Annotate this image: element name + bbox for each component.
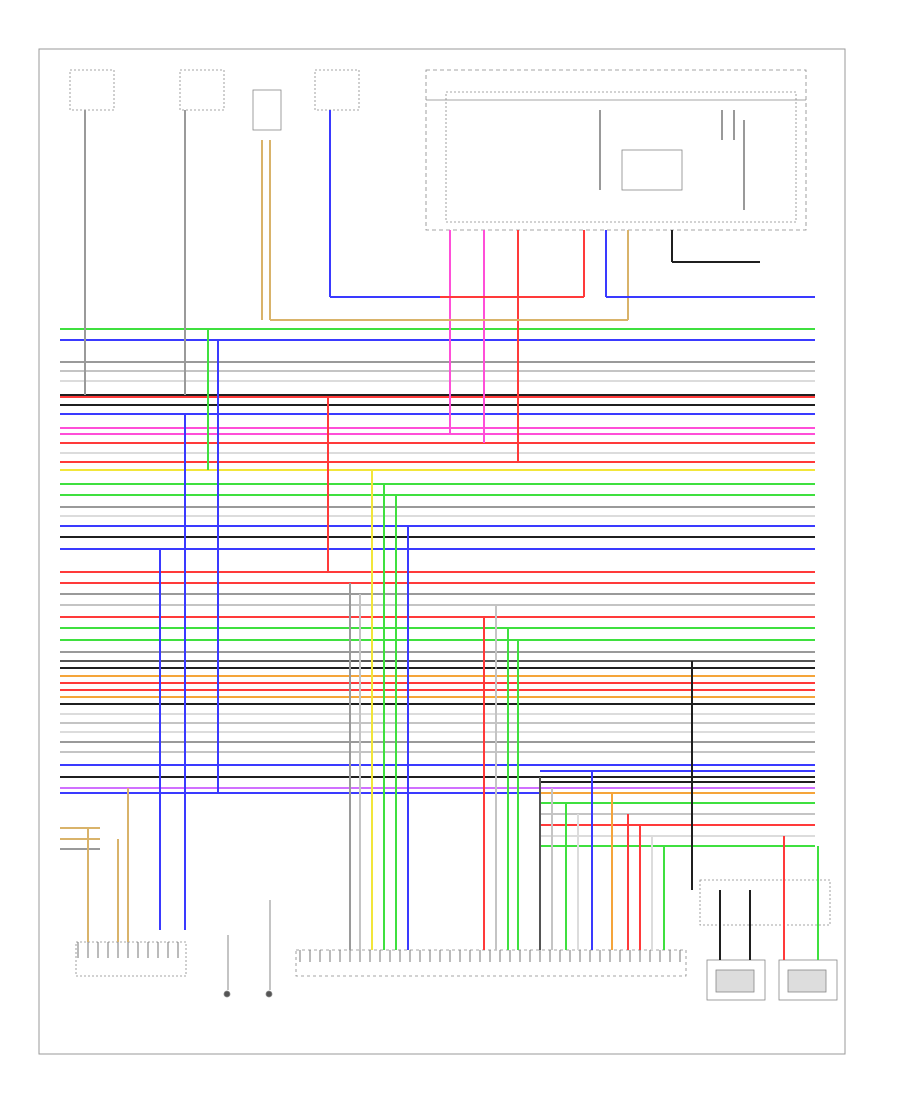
ground-symbol-1	[223, 990, 231, 998]
fuse-block-2	[179, 69, 225, 111]
bottom-left-connector	[75, 941, 187, 977]
right-sensor-group	[699, 879, 831, 926]
diagram-border	[38, 48, 846, 1055]
control-module-outer	[425, 69, 807, 231]
bottom-ecm-connector	[295, 949, 687, 977]
module-sub-block	[621, 149, 683, 191]
right-sensor-2	[778, 959, 838, 1001]
bottom-components	[75, 879, 838, 1001]
fuse-block-3	[314, 69, 360, 111]
wires	[60, 328, 815, 850]
right-sensor-2-core	[787, 969, 827, 993]
right-sensor-1-core	[715, 969, 755, 993]
right-sensor-1	[706, 959, 766, 1001]
top-left-components	[69, 69, 807, 231]
vertical-wires	[77, 110, 819, 990]
fuse-block-1	[69, 69, 115, 111]
relay-block	[252, 89, 282, 131]
ground-symbol-2	[265, 990, 273, 998]
